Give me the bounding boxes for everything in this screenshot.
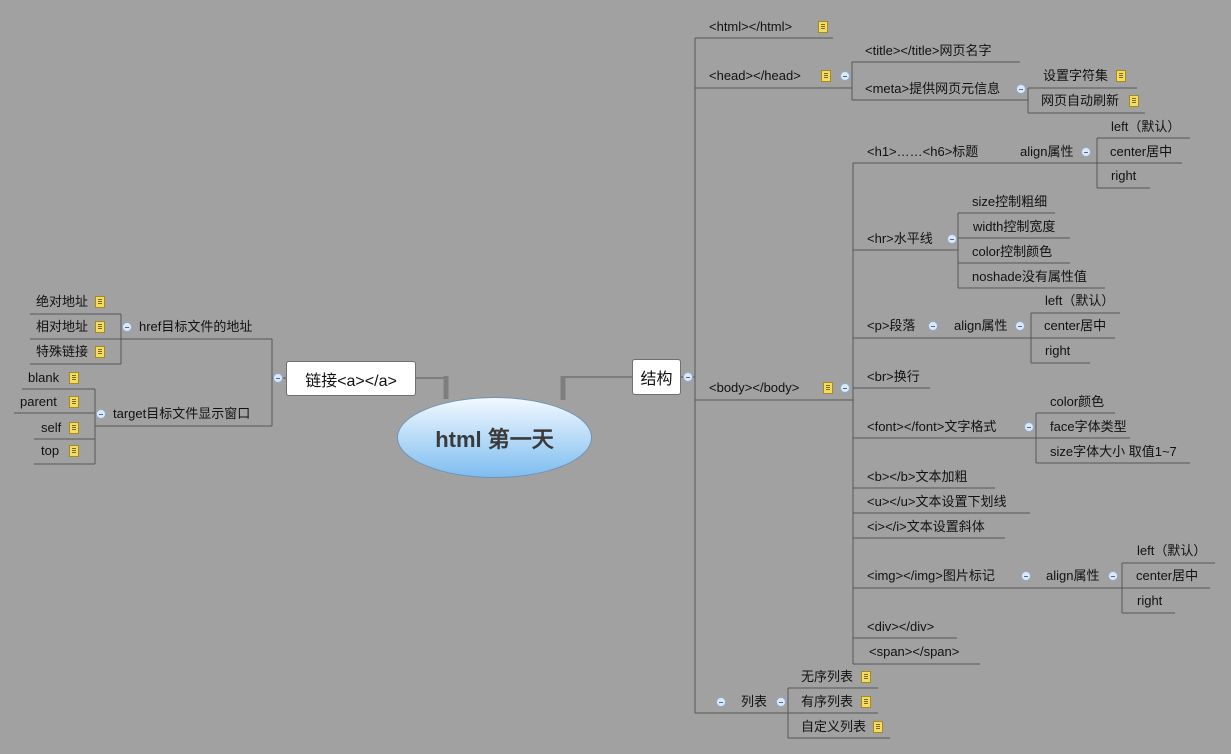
topic-paragraph-align-left[interactable]: left（默认） [1045, 293, 1115, 308]
topic-target[interactable]: target目标文件显示窗口 [113, 406, 251, 421]
list-parent-collapse-icon[interactable] [716, 697, 726, 707]
structure-connectors [681, 37, 853, 714]
topic-img[interactable]: <img></img>图片标记 [867, 568, 995, 583]
href-collapse-icon[interactable] [122, 322, 132, 332]
topic-img-align-right[interactable]: right [1137, 593, 1163, 608]
structure-collapse-icon[interactable] [683, 372, 693, 382]
topic-list-definition[interactable]: 自定义列表 [801, 719, 867, 734]
topic-html[interactable]: <html></html> [709, 19, 793, 34]
topic-meta-charset[interactable]: 设置字符集 [1043, 68, 1109, 83]
topic-font[interactable]: <font></font>文字格式 [867, 419, 997, 434]
html-note-icon[interactable] [818, 21, 828, 33]
topic-heading-align-right[interactable]: right [1111, 168, 1137, 183]
topic-hr[interactable]: <hr>水平线 [867, 231, 933, 246]
list-collapse-icon[interactable] [776, 697, 786, 707]
topic-font-color[interactable]: color颜色 [1050, 394, 1105, 409]
topic-href[interactable]: href目标文件的地址 [139, 319, 253, 334]
link-collapse-icon[interactable] [273, 373, 283, 383]
meta-collapse-icon[interactable] [1016, 84, 1026, 94]
self-note-icon[interactable] [69, 422, 79, 434]
topic-hr-noshade[interactable]: noshade没有属性值 [972, 269, 1087, 284]
definition-note-icon[interactable] [873, 721, 883, 733]
ordered-note-icon[interactable] [861, 696, 871, 708]
topic-bold[interactable]: <b></b>文本加粗 [867, 469, 968, 484]
topic-meta-refresh[interactable]: 网页自动刷新 [1041, 93, 1120, 108]
topic-paragraph-align[interactable]: align属性 [954, 318, 1008, 333]
absolute-note-icon[interactable] [95, 296, 105, 308]
topic-img-align-center[interactable]: center居中 [1136, 568, 1199, 583]
topic-span[interactable]: <span></span> [869, 644, 960, 659]
topic-paragraph-align-center[interactable]: center居中 [1044, 318, 1107, 333]
relative-note-icon[interactable] [95, 321, 105, 333]
topic-list[interactable]: 列表 [741, 694, 768, 709]
topic-hr-size[interactable]: size控制粗细 [972, 194, 1048, 209]
topic-head[interactable]: <head></head> [709, 68, 801, 83]
body-note-icon[interactable] [823, 382, 833, 394]
topic-img-align[interactable]: align属性 [1046, 568, 1100, 583]
topic-href-relative[interactable]: 相对地址 [36, 319, 89, 334]
img-align-collapse-icon[interactable] [1108, 571, 1118, 581]
topic-br[interactable]: <br>换行 [867, 369, 920, 384]
charset-note-icon[interactable] [1116, 70, 1126, 82]
topic-target-parent[interactable]: parent [20, 394, 57, 409]
topic-img-align-left[interactable]: left（默认） [1137, 543, 1207, 558]
topic-paragraph-align-right[interactable]: right [1045, 343, 1071, 358]
topic-font-size[interactable]: size字体大小 取值1~7 [1050, 444, 1177, 459]
font-collapse-icon[interactable] [1024, 422, 1034, 432]
special-note-icon[interactable] [95, 346, 105, 358]
topic-target-top[interactable]: top [41, 443, 60, 458]
topic-italic[interactable]: <i></i>文本设置斜体 [867, 519, 985, 534]
paragraph-collapse-icon[interactable] [928, 321, 938, 331]
topic-hr-width[interactable]: width控制宽度 [973, 219, 1056, 234]
img-collapse-icon[interactable] [1021, 571, 1031, 581]
topic-structure[interactable]: 结构 [632, 359, 681, 395]
refresh-note-icon[interactable] [1129, 95, 1139, 107]
topic-list-unordered[interactable]: 无序列表 [801, 669, 854, 684]
body-connectors [852, 137, 1215, 665]
head-collapse-icon[interactable] [840, 71, 850, 81]
topic-title[interactable]: <title></title>网页名字 [865, 43, 992, 58]
heading-align-collapse-icon[interactable] [1081, 147, 1091, 157]
paragraph-align-collapse-icon[interactable] [1015, 321, 1025, 331]
unordered-note-icon[interactable] [861, 671, 871, 683]
topic-heading-align-left[interactable]: left（默认） [1111, 119, 1181, 134]
blank-note-icon[interactable] [69, 372, 79, 384]
link-connectors [14, 313, 286, 465]
target-collapse-icon[interactable] [96, 409, 106, 419]
topic-href-special[interactable]: 特殊链接 [36, 344, 89, 359]
topic-heading-align-center[interactable]: center居中 [1110, 144, 1173, 159]
topic-link[interactable]: 链接<a></a> [286, 361, 416, 396]
topic-underline[interactable]: <u></u>文本设置下划线 [867, 494, 1007, 509]
topic-target-self[interactable]: self [41, 420, 62, 435]
central-topic[interactable]: html 第一天 [397, 397, 592, 478]
topic-meta[interactable]: <meta>提供网页元信息 [865, 81, 1001, 96]
topic-target-blank[interactable]: blank [28, 370, 60, 385]
parent-note-icon[interactable] [69, 396, 79, 408]
topic-body[interactable]: <body></body> [709, 380, 800, 395]
topic-hr-color[interactable]: color控制颜色 [972, 244, 1053, 259]
topic-heading-align[interactable]: align属性 [1020, 144, 1074, 159]
head-note-icon[interactable] [821, 70, 831, 82]
top-note-icon[interactable] [69, 445, 79, 457]
body-collapse-icon[interactable] [840, 383, 850, 393]
topic-font-face[interactable]: face字体类型 [1050, 419, 1127, 434]
topic-heading[interactable]: <h1>……<h6>标题 [867, 144, 979, 159]
topic-paragraph[interactable]: <p>段落 [867, 318, 916, 333]
topic-href-absolute[interactable]: 绝对地址 [36, 294, 89, 309]
topic-div[interactable]: <div></div> [867, 619, 935, 634]
topic-list-ordered[interactable]: 有序列表 [801, 694, 854, 709]
hr-collapse-icon[interactable] [947, 234, 957, 244]
